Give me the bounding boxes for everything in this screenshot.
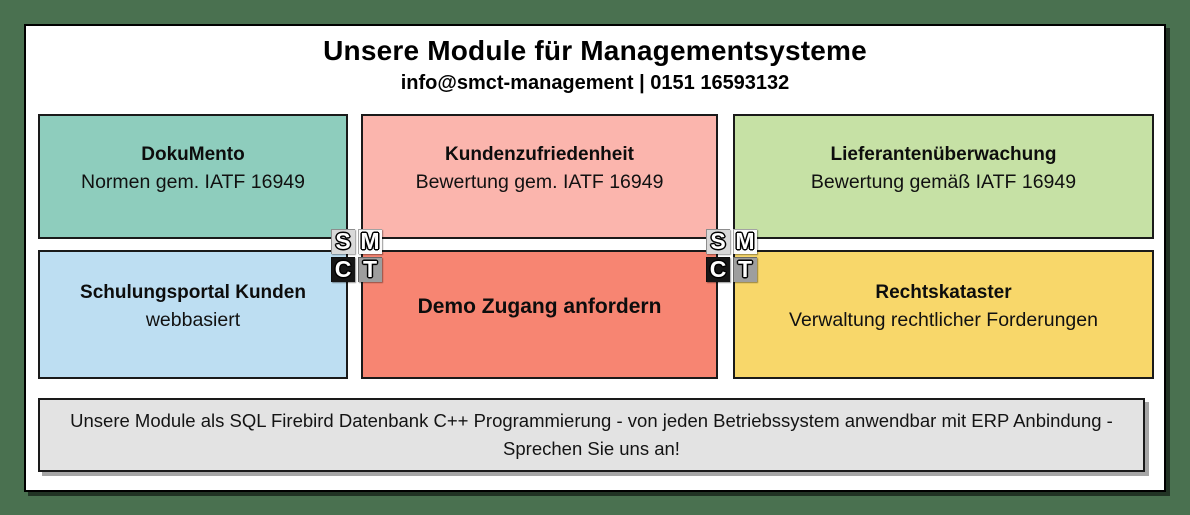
module-tile-kundenzufriedenheit[interactable]: Kundenzufriedenheit Bewertung gem. IATF …: [361, 114, 718, 239]
module-subtitle: Verwaltung rechtlicher Forderungen: [789, 308, 1098, 331]
module-tile-schulungsportal[interactable]: Schulungsportal Kunden webbasiert: [38, 250, 348, 379]
flyer-header: Unsere Module für Managementsysteme info…: [26, 35, 1164, 95]
flyer-panel: Unsere Module für Managementsysteme info…: [24, 24, 1166, 492]
module-subtitle: Bewertung gem. IATF 16949: [415, 170, 664, 193]
footer-info-bar: Unsere Module als SQL Firebird Datenbank…: [38, 398, 1145, 472]
module-text: DokuMento Normen gem. IATF 16949: [81, 142, 305, 195]
logo-letter-t: T: [358, 257, 382, 282]
module-text: Demo Zugang anfordern: [418, 292, 662, 321]
module-text: Lieferantenüberwachung Bewertung gemäß I…: [811, 142, 1076, 195]
logo-letter-m: M: [358, 229, 382, 254]
footer-text: Unsere Module als SQL Firebird Datenbank…: [70, 410, 1113, 459]
module-title: Schulungsportal Kunden: [80, 282, 306, 304]
logo-letter-c: C: [331, 257, 355, 282]
module-subtitle: Normen gem. IATF 16949: [81, 170, 305, 193]
module-subtitle: webbasiert: [145, 308, 241, 331]
module-title: Rechtskataster: [875, 282, 1012, 304]
logo-letter-t: T: [733, 257, 757, 282]
logo-letter-s: S: [706, 229, 730, 254]
logo-letter-s: S: [331, 229, 355, 254]
module-title: DokuMento: [141, 144, 245, 166]
smct-logo-icon: S M C T: [706, 229, 757, 282]
logo-letter-m: M: [733, 229, 757, 254]
demo-access-button[interactable]: Demo Zugang anfordern: [361, 250, 718, 379]
page-title: Unsere Module für Managementsysteme: [323, 35, 867, 66]
module-text: Kundenzufriedenheit Bewertung gem. IATF …: [416, 142, 664, 195]
module-tile-rechtskataster[interactable]: Rechtskataster Verwaltung rechtlicher Fo…: [733, 250, 1154, 379]
smct-logo-icon: S M C T: [331, 229, 382, 282]
module-text: Rechtskataster Verwaltung rechtlicher Fo…: [789, 280, 1098, 333]
module-title: Demo Zugang anfordern: [417, 294, 662, 318]
module-tile-lieferantenueberwachung[interactable]: Lieferantenüberwachung Bewertung gemäß I…: [733, 114, 1154, 239]
module-text: Schulungsportal Kunden webbasiert: [80, 280, 306, 333]
module-subtitle: Bewertung gemäß IATF 16949: [810, 170, 1077, 193]
module-title: Lieferantenüberwachung: [830, 144, 1057, 166]
contact-info: info@smct-management | 0151 16593132: [400, 72, 790, 94]
module-tile-dokumento[interactable]: DokuMento Normen gem. IATF 16949: [38, 114, 348, 239]
module-title: Kundenzufriedenheit: [445, 144, 634, 166]
logo-letter-c: C: [706, 257, 730, 282]
